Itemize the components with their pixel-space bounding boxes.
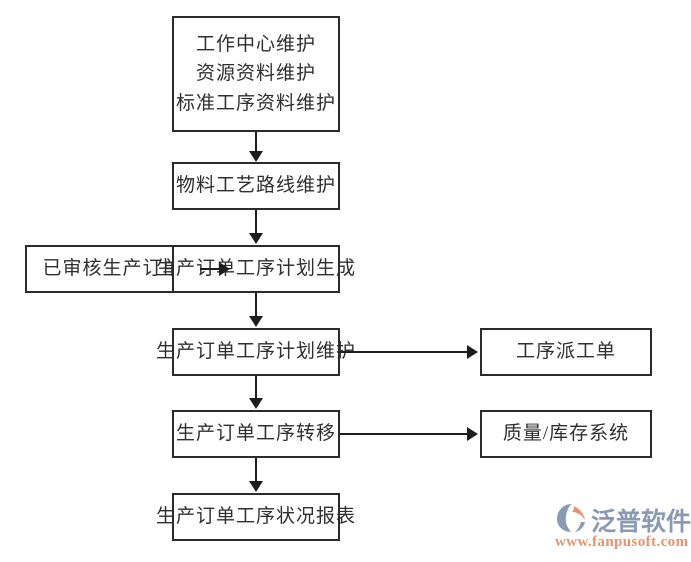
watermark-brand: 泛普软件 (591, 507, 691, 536)
edge-transfer-report-arrowhead (249, 481, 263, 492)
edge-generate-planmaint-arrowhead (249, 316, 263, 327)
node-line: 质量/库存系统 (502, 423, 630, 445)
edge-basedata-routing-arrowhead (249, 151, 263, 162)
node-operation-plan-maintenance[interactable]: 生产订单工序计划维护 (156, 328, 355, 376)
node-line: 已审核生产订单 (42, 258, 183, 280)
node-operation-status-report[interactable]: 生产订单工序状况报表 (156, 493, 355, 541)
edge-planmaint-dispatch-shaft (340, 351, 469, 353)
node-line: 生产订单工序转移 (175, 423, 336, 445)
edge-planmaint-transfer-shaft (255, 376, 257, 400)
edge-transfer-qualityinv-shaft (340, 433, 469, 435)
watermark-url: www.fanpusoft.com (555, 534, 689, 550)
node-line: 生产订单工序计划生成 (156, 258, 357, 280)
edge-generate-planmaint-shaft (255, 293, 257, 317)
node-line: 标准工序资料维护 (175, 92, 336, 114)
node-line: 生产订单工序计划维护 (156, 341, 357, 363)
node-operation-plan-generation[interactable]: 生产订单工序计划生成 (156, 245, 355, 293)
node-operation-transfer[interactable]: 生产订单工序转移 (172, 410, 340, 458)
edge-planmaint-transfer-arrowhead (249, 398, 263, 409)
node-base-data-maintenance[interactable]: 工作中心维护 资源资料维护 标准工序资料维护 (172, 16, 340, 132)
node-line: 资源资料维护 (195, 63, 316, 85)
edge-routing-generate-shaft (255, 210, 257, 234)
node-line: 生产订单工序状况报表 (156, 506, 357, 528)
fanpu-logo-icon (555, 502, 589, 534)
node-quality-inventory-system[interactable]: 质量/库存系统 (480, 410, 652, 458)
node-material-routing-maintenance[interactable]: 物料工艺路线维护 (172, 162, 340, 210)
edge-transfer-qualityinv-arrowhead (467, 427, 478, 441)
node-line: 工作中心维护 (195, 33, 316, 55)
watermark: 泛普软件 www.fanpusoft.com (553, 500, 691, 556)
edge-planmaint-dispatch-arrowhead (467, 345, 478, 359)
node-line: 工序派工单 (515, 341, 616, 363)
node-line: 物料工艺路线维护 (175, 175, 336, 197)
edge-approved-generate-arrowhead (219, 262, 230, 276)
edge-routing-generate-arrowhead (249, 233, 263, 244)
node-operation-dispatch-order[interactable]: 工序派工单 (480, 328, 652, 376)
edge-basedata-routing-shaft (255, 132, 257, 153)
node-approved-production-order[interactable]: 已审核生产订单 (25, 245, 200, 293)
edge-approved-generate-shaft (200, 268, 221, 270)
edge-transfer-report-shaft (255, 458, 257, 483)
